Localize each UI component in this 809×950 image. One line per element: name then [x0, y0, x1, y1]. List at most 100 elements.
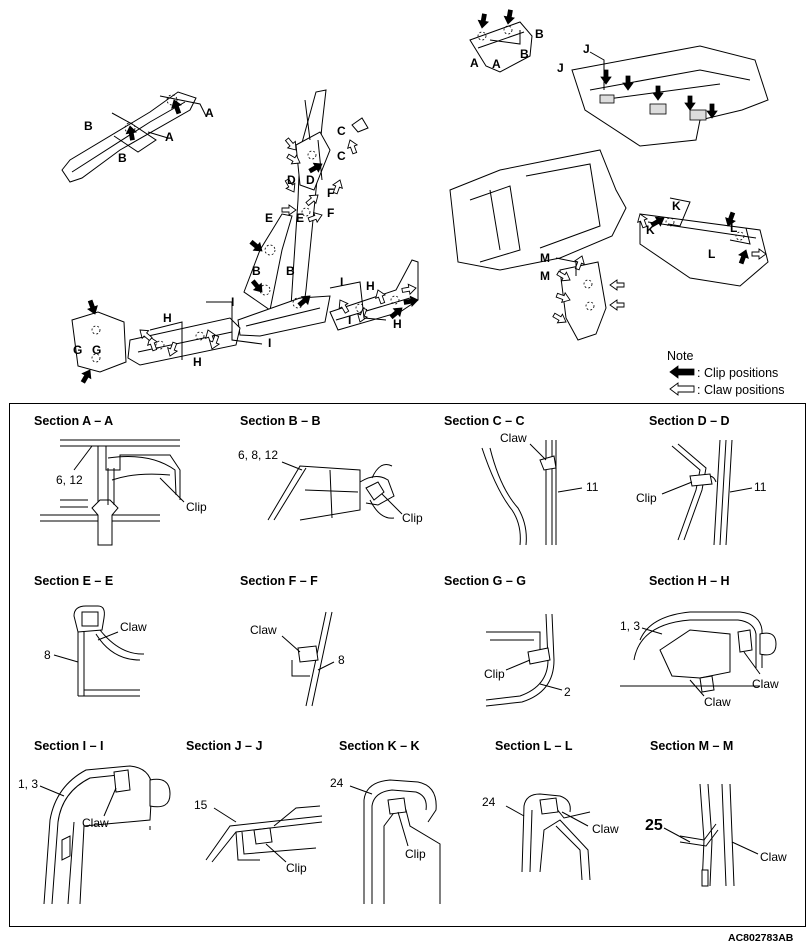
section-title-i: Section I – I — [34, 739, 103, 753]
package-tray-trim — [571, 45, 769, 147]
label-a: A — [492, 57, 501, 71]
label-d: D — [306, 173, 315, 187]
kick-panel-trim — [71, 311, 127, 373]
label-m: M — [540, 251, 550, 265]
callout-24: 24 — [330, 776, 344, 790]
label-k: K — [672, 199, 681, 213]
rear-pillar-upper-trim — [469, 21, 533, 73]
front-pillar-trim — [61, 91, 207, 183]
section-title-c: Section C – C — [444, 414, 525, 428]
callout-claw: Claw — [120, 620, 147, 634]
label-i: I — [340, 275, 343, 289]
callout-8: 8 — [338, 653, 345, 667]
label-k: K — [646, 223, 655, 237]
callout-1-3: 1, 3 — [18, 777, 38, 791]
label-b: B — [252, 264, 261, 278]
callout-clip: Clip — [402, 511, 423, 525]
label-e: E — [265, 211, 273, 225]
note-clip-positions: : Clip positions — [697, 366, 778, 380]
label-j: J — [557, 61, 564, 75]
label-l: L — [730, 221, 737, 235]
label-a: A — [470, 56, 479, 70]
callout-25: 25 — [645, 817, 663, 834]
section-e-drawing — [73, 605, 145, 697]
note-claw-positions: : Claw positions — [697, 383, 785, 397]
label-l: L — [708, 247, 715, 261]
label-i: I — [268, 336, 271, 350]
callout-24: 24 — [482, 795, 496, 809]
label-b: B — [535, 27, 544, 41]
label-h: H — [163, 311, 172, 325]
section-j-drawing — [205, 805, 323, 863]
section-g-drawing — [485, 613, 555, 707]
section-title-d: Section D – D — [649, 414, 730, 428]
sections-frame — [9, 403, 806, 927]
label-i: I — [231, 295, 234, 309]
quarter-trim — [449, 149, 627, 271]
callout-6-12: 6, 12 — [56, 473, 83, 487]
callout-claw: Claw — [500, 431, 527, 445]
label-e: E — [296, 211, 304, 225]
label-b: B — [84, 119, 93, 133]
section-l-drawing — [521, 793, 591, 881]
callout-6-8-12: 6, 8, 12 — [238, 448, 278, 462]
rear-scuff-plate — [329, 259, 419, 331]
callout-8: 8 — [44, 648, 51, 662]
section-title-e: Section E – E — [34, 574, 113, 588]
label-h: H — [393, 317, 402, 331]
callout-1-3: 1, 3 — [620, 619, 640, 633]
label-h: H — [366, 279, 375, 293]
label-a: A — [165, 130, 174, 144]
figure-code: AC802783AB — [728, 932, 794, 944]
label-g: G — [92, 343, 101, 357]
label-m: M — [540, 269, 550, 283]
label-f: F — [327, 186, 334, 200]
section-m-drawing — [679, 783, 735, 887]
label-b: B — [118, 151, 127, 165]
section-title-j: Section J – J — [186, 739, 262, 753]
label-i: I — [348, 313, 351, 327]
label-b: B — [520, 47, 529, 61]
section-a-drawing — [40, 439, 181, 546]
callout-clip: Clip — [636, 491, 657, 505]
section-title-h: Section H – H — [649, 574, 730, 588]
claw-arrow-icon — [669, 382, 695, 396]
callout-11: 11 — [586, 480, 599, 494]
callout-2: 2 — [564, 685, 571, 699]
section-d-drawing — [671, 439, 733, 546]
callout-claw: Claw — [704, 695, 731, 709]
section-i-drawing — [43, 765, 171, 905]
note-title: Note — [667, 349, 693, 363]
label-a: A — [205, 106, 214, 120]
label-g: G — [73, 343, 82, 357]
label-d: D — [287, 173, 296, 187]
section-title-a: Section A – A — [34, 414, 113, 428]
label-h: H — [193, 355, 202, 369]
callout-clip: Clip — [186, 500, 207, 514]
section-title-k: Section K – K — [339, 739, 420, 753]
label-f: F — [327, 206, 334, 220]
section-k-drawing — [363, 779, 441, 904]
label-j: J — [583, 42, 590, 56]
label-c: C — [337, 124, 346, 138]
clip-arrow-icon — [669, 365, 695, 379]
callout-clip: Clip — [484, 667, 505, 681]
section-f-drawing — [291, 611, 333, 707]
tailgate-lower-trim — [639, 213, 769, 287]
section-title-b: Section B – B — [240, 414, 321, 428]
callout-claw: Claw — [752, 677, 779, 691]
callout-clip: Clip — [405, 847, 426, 861]
callout-15: 15 — [194, 798, 208, 812]
rear-pillar-lower-trim — [559, 261, 607, 341]
callout-claw: Claw — [760, 850, 787, 864]
section-title-g: Section G – G — [444, 574, 526, 588]
callout-clip: Clip — [286, 861, 307, 875]
label-c: C — [337, 149, 346, 163]
section-c-drawing — [481, 440, 557, 546]
callout-claw: Claw — [592, 822, 619, 836]
callout-11: 11 — [754, 480, 767, 494]
front-scuff-plate — [127, 317, 241, 366]
section-b-drawing — [267, 464, 395, 521]
callout-claw: Claw — [82, 816, 109, 830]
